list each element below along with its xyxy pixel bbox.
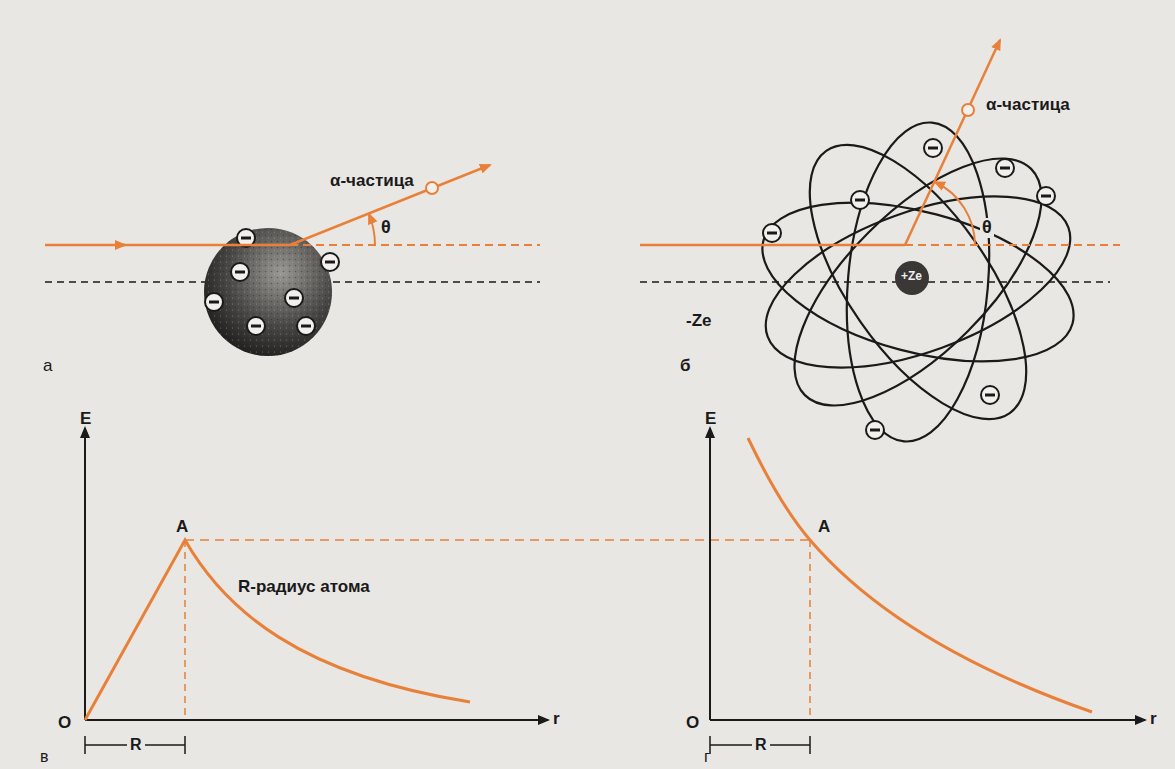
rutherford-atom: [640, 40, 1120, 453]
panel-letter: г: [704, 748, 710, 766]
dimension-label: R: [127, 736, 145, 754]
origin-label: O: [686, 714, 699, 733]
thomson-atom: [45, 165, 540, 356]
axis-label: r: [553, 710, 560, 729]
panel-letter: в: [40, 748, 49, 766]
angle-label: θ: [381, 218, 391, 238]
panel-letter: а: [43, 357, 52, 376]
axis-label: E: [705, 410, 716, 429]
axis-label: r: [1150, 710, 1157, 729]
dashed-link: [185, 539, 810, 541]
energy-graph-rutherford: [710, 428, 1145, 754]
axis-label: E: [80, 410, 91, 429]
point-label: A: [176, 518, 188, 537]
panel-letter: б: [680, 357, 691, 376]
energy-graph-thomson: [85, 428, 548, 754]
particle-label: α-частица: [330, 172, 414, 191]
angle-label: θ: [980, 218, 994, 238]
particle-label: α-частица: [984, 96, 1072, 115]
point-label: A: [818, 518, 830, 537]
nucleus-charge: +Ze: [900, 270, 923, 283]
dimension-label: R: [752, 736, 770, 754]
electron-charge: -Ze: [686, 312, 712, 331]
origin-label: O: [58, 714, 71, 733]
note-label: R-радиус атома: [238, 578, 370, 597]
